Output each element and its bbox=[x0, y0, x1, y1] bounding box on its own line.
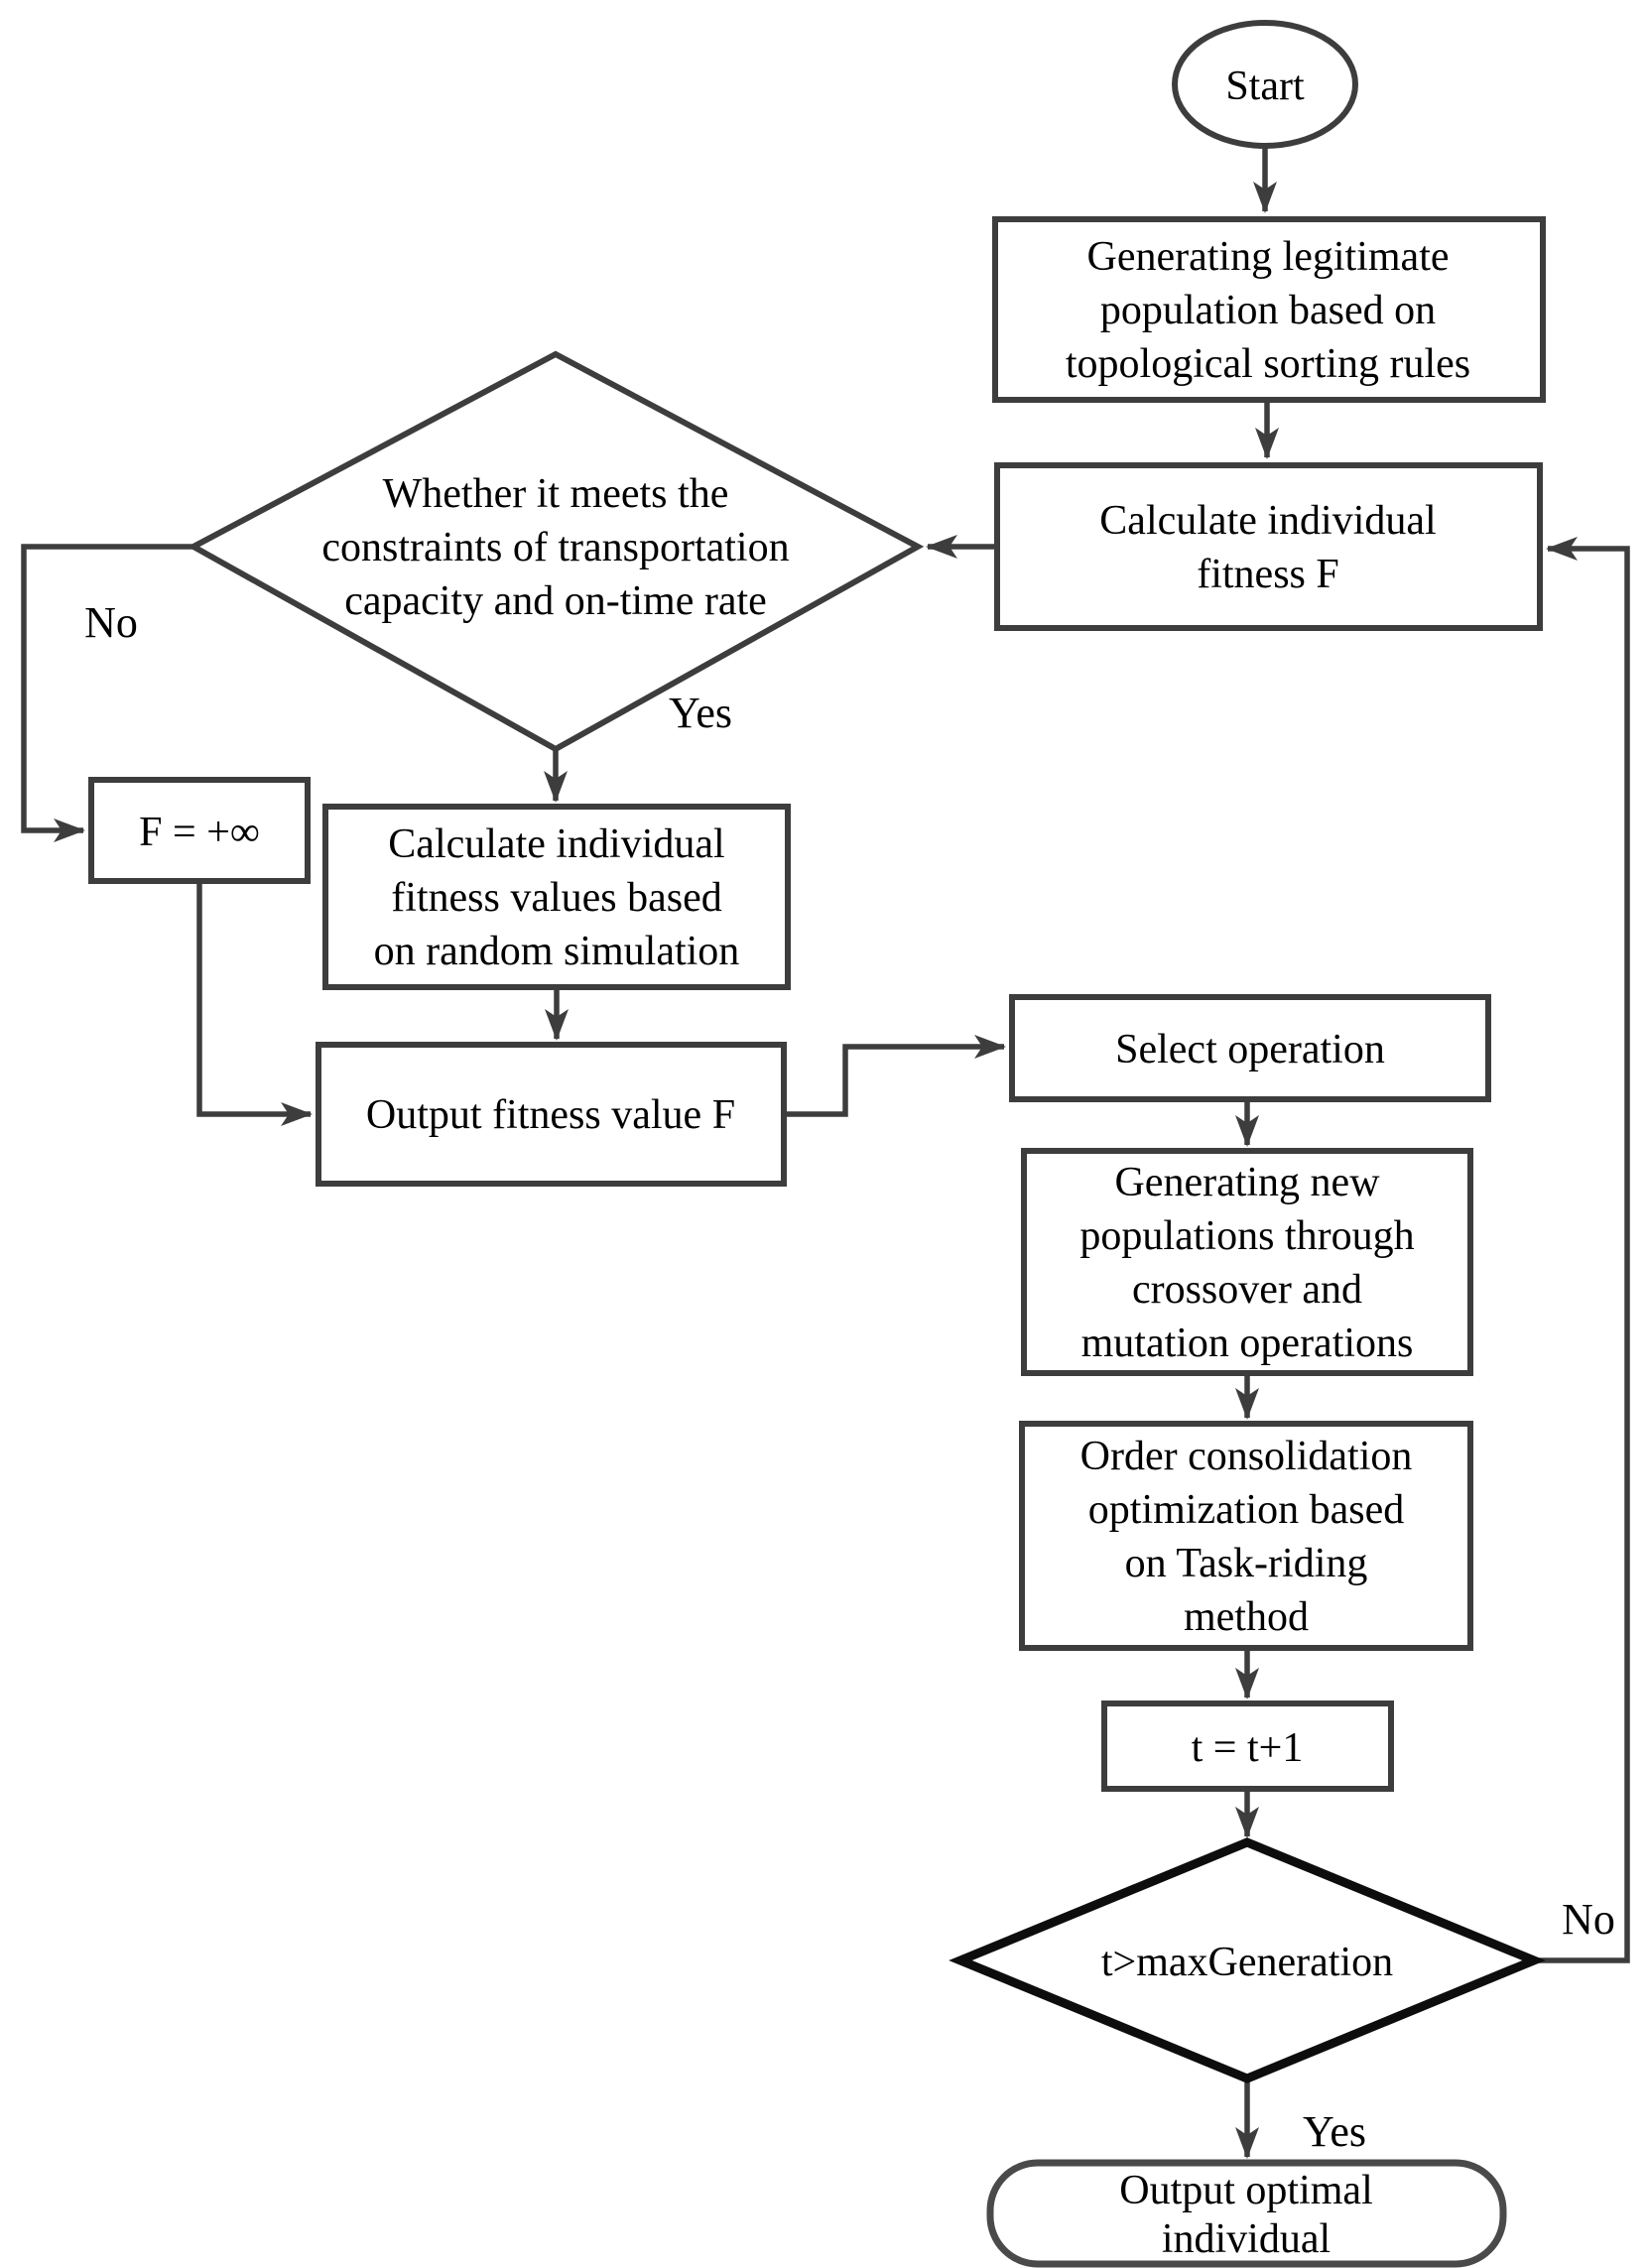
calc-fitness-random-line1: Calculate individual bbox=[388, 821, 724, 867]
edge-f-infinite-to-output-fitness bbox=[196, 881, 313, 1126]
generate-new-populations-line4: mutation operations bbox=[1081, 1321, 1414, 1366]
constraint-check-line1: Whether it meets the bbox=[383, 471, 729, 517]
f-infinite-label: F = +∞ bbox=[139, 810, 260, 855]
order-consolidation-box bbox=[1019, 1421, 1473, 1651]
generate-new-populations-line3: crossover and bbox=[1132, 1267, 1362, 1313]
order-consolidation-line3: on Task-riding bbox=[1125, 1541, 1368, 1586]
calc-fitness-random-line2: fitness values based bbox=[391, 875, 722, 921]
constraint-check-line2: constraints of transportation bbox=[321, 525, 789, 570]
edge-constraint-no-to-f-infinite bbox=[21, 544, 193, 842]
output-fitness-box bbox=[316, 1042, 787, 1187]
nodes: Start Generating legitimate population b… bbox=[88, 20, 1546, 2268]
edge-output-fitness-to-select bbox=[784, 1035, 1006, 1117]
max-generation-check-diamond bbox=[949, 1837, 1546, 2083]
calc-fitness-box bbox=[994, 462, 1543, 631]
order-consolidation-line2: optimization based bbox=[1088, 1487, 1404, 1533]
output-optimal-line2: individual bbox=[1162, 2216, 1331, 2262]
calc-fitness-random-box bbox=[322, 804, 791, 990]
generate-population-line3: topological sorting rules bbox=[1066, 341, 1470, 387]
constraint-check-line3: capacity and on-time rate bbox=[344, 578, 767, 624]
output-optimal-terminator bbox=[986, 2159, 1507, 2268]
select-operation-box bbox=[1009, 994, 1491, 1102]
calc-fitness-line2: fitness F bbox=[1197, 552, 1339, 597]
connectors bbox=[21, 146, 1630, 2159]
increment-generation-box bbox=[1101, 1701, 1394, 1792]
output-fitness-label: Output fitness value F bbox=[366, 1092, 735, 1138]
edge-labels: No Yes No Yes bbox=[84, 598, 1615, 2156]
constraint-yes-label: Yes bbox=[669, 689, 732, 737]
generate-new-populations-box bbox=[1021, 1148, 1473, 1376]
f-infinite-box bbox=[88, 777, 311, 884]
generate-population-line2: population based on bbox=[1100, 288, 1436, 333]
calc-fitness-line1: Calculate individual bbox=[1099, 498, 1436, 544]
generate-new-populations-line2: populations through bbox=[1079, 1213, 1414, 1259]
constraint-check-diamond bbox=[187, 350, 925, 753]
increment-generation-label: t = t+1 bbox=[1192, 1725, 1304, 1771]
max-generation-yes-label: Yes bbox=[1303, 2107, 1366, 2156]
calc-fitness-random-line3: on random simulation bbox=[374, 929, 740, 974]
start-terminator bbox=[1172, 20, 1358, 149]
generate-new-populations-line1: Generating new bbox=[1114, 1160, 1380, 1205]
generate-population-box bbox=[992, 216, 1546, 403]
edge-maxgen-no-to-calc-fitness bbox=[1534, 537, 1630, 1963]
order-consolidation-line1: Order consolidation bbox=[1080, 1434, 1413, 1479]
max-generation-no-label: No bbox=[1562, 1895, 1615, 1944]
select-operation-label: Select operation bbox=[1115, 1027, 1385, 1072]
generate-population-line1: Generating legitimate bbox=[1086, 234, 1449, 280]
start-label: Start bbox=[1225, 63, 1305, 109]
output-optimal-line1: Output optimal bbox=[1119, 2168, 1373, 2213]
max-generation-check-label: t>maxGeneration bbox=[1101, 1940, 1393, 1985]
constraint-no-label: No bbox=[84, 598, 138, 647]
order-consolidation-line4: method bbox=[1184, 1594, 1309, 1640]
